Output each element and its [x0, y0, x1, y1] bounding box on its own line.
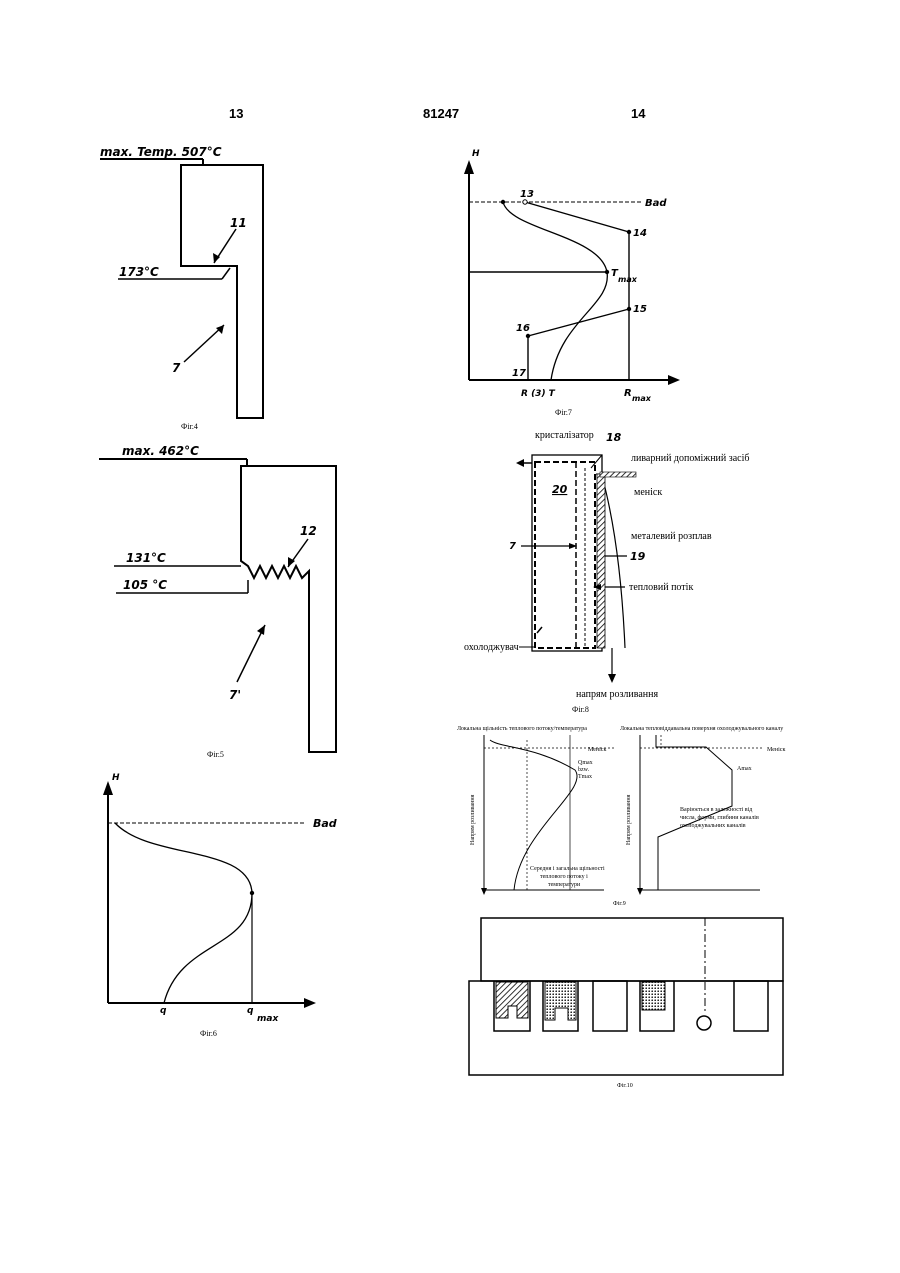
fig8-auxiliary: ливарний допоміжний засіб: [631, 453, 749, 464]
fig9-caption: Фіг.9: [613, 901, 626, 907]
figure-8: [519, 455, 628, 676]
fig5-caption: Фіг.5: [207, 750, 224, 759]
fig9-avg-3: температури: [548, 882, 581, 888]
fig9-qmax-3: Tmax: [578, 774, 592, 780]
fig9-qmax-1: Qmax: [578, 760, 593, 766]
fig7-point-16: 16: [516, 323, 530, 334]
fig7-point-14: 14: [633, 228, 647, 239]
fig4-caption: Фіг.4: [181, 422, 198, 431]
fig7-x-rmax: R: [624, 388, 632, 399]
fig6-x-q: q: [160, 1006, 167, 1016]
fig9-left-title: Локальна щільність теплового потоку/темп…: [457, 726, 587, 732]
fig9-vary-1: Варіюється в залежності від: [680, 807, 752, 813]
fig4-label-11: 11: [230, 216, 247, 230]
fig5-temp-a: 131°C: [126, 551, 166, 565]
fig7-x-arrow: [668, 375, 680, 385]
fig10-channel-dots-a: [545, 982, 576, 1020]
fig8-meniscus: меніск: [634, 487, 662, 498]
fig9-vary-3: охолоджувальних каналів: [680, 823, 746, 829]
fig5-max-temp: max. 462°C: [122, 444, 199, 458]
fig7-y-arrow: [464, 160, 474, 174]
fig10-channel-dots-b: [642, 982, 665, 1010]
figure-7: [469, 168, 672, 380]
fig6-caption: Фіг.6: [200, 1029, 217, 1038]
fig7-y-label: H: [472, 149, 480, 159]
fig9-avg-1: Середня і загальна щільності: [530, 866, 605, 872]
fig9-avg-2: теплового потоку і: [540, 874, 588, 880]
fig8-left-arrow: [516, 459, 524, 467]
fig9-qmax-2: bzw.: [578, 767, 590, 773]
fig9-axis-left: Напрям розливання: [470, 794, 476, 845]
fig7-tmax-sub: max: [618, 275, 638, 284]
fig7-point-15: 15: [633, 304, 647, 315]
fig6-x-arrow: [304, 998, 316, 1008]
fig9-meniscus-left: Меніск: [588, 747, 606, 753]
arrowhead-7: [216, 325, 224, 334]
fig8-down-arrow: [608, 674, 616, 683]
fig10-channel-hatch: [496, 982, 528, 1018]
fig5-temp-b: 105 °C: [123, 578, 167, 592]
fig4-step-temp: 173°C: [119, 265, 159, 279]
fig9-right-title: Локальна тепловіддавальна поверхня охоло…: [620, 726, 783, 732]
fig9-left-down-arrow: [481, 888, 487, 895]
fig8-cast-direction: напрям розливання: [576, 689, 658, 700]
fig7-caption: Фіг.7: [555, 408, 572, 417]
fig6-y-label: H: [112, 773, 120, 783]
fig8-label-19: 19: [630, 550, 646, 563]
fig6-x-qmax: q: [247, 1006, 254, 1016]
fig8-coolant: охолоджувач: [464, 642, 519, 653]
fig8-shell-hatch: [597, 474, 605, 648]
fig7-point-13: 13: [520, 189, 534, 200]
figure-4: [100, 159, 263, 418]
fig10-caption: Фіг.10: [617, 1083, 633, 1089]
fig4-label-7: 7: [172, 361, 181, 375]
fig7-bad-label: Bad: [645, 198, 667, 209]
fig8-caption: Фіг.8: [572, 705, 589, 714]
fig5-label-12: 12: [300, 524, 317, 538]
fig9-vary-2: числа, форми, глибини каналів: [680, 814, 759, 821]
fig8-melt: металевий розплав: [631, 531, 712, 542]
fig9-axis-right: Напрям розливання: [626, 794, 632, 845]
fig8-label-18: 18: [606, 431, 622, 444]
fig6-x-qmax-sub: max: [257, 1014, 279, 1024]
fig8-powder-layer: [600, 472, 636, 477]
fig4-max-temp: max. Temp. 507°C: [100, 145, 222, 159]
fig8-label-20: 20: [552, 483, 568, 496]
fig7-x-rmax-sub: max: [632, 394, 652, 403]
fig6-y-arrow: [103, 781, 113, 795]
fig9-right-down-arrow: [637, 888, 643, 895]
fig9-amax: Amax: [737, 766, 752, 772]
fig8-label-7: 7: [509, 541, 516, 552]
fig7-x-r3t: R (3) T: [521, 389, 556, 399]
fig9-meniscus-right: Меніск: [767, 747, 785, 753]
figure-6: [108, 788, 308, 1003]
fig8-heat-flow: тепловий потік: [629, 582, 693, 593]
fig6-peak-point: [250, 891, 254, 895]
fig5-label-7p: 7': [229, 688, 241, 702]
fig6-bad-label: Bad: [313, 817, 337, 830]
fig8-crystallizer: кристалізатор: [535, 430, 594, 441]
figure-5: [99, 459, 336, 752]
fig7-point-17: 17: [512, 368, 526, 379]
